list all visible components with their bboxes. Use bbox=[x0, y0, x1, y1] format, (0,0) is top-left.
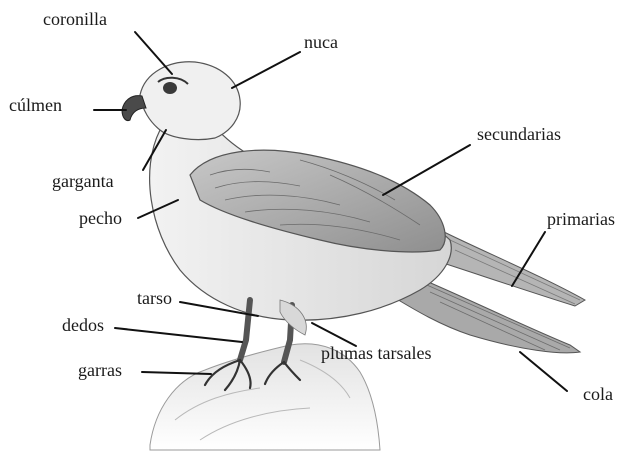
label-dedos: dedos bbox=[62, 315, 104, 335]
leader-garras bbox=[142, 372, 211, 374]
leader-pecho bbox=[138, 200, 178, 218]
leader-coronilla bbox=[135, 32, 172, 74]
leader-tarso bbox=[180, 302, 258, 316]
leader-dedos bbox=[115, 328, 242, 342]
leader-secundarias bbox=[383, 145, 470, 195]
label-tarso: tarso bbox=[137, 288, 172, 308]
leader-nuca bbox=[232, 52, 300, 88]
leader-primarias bbox=[512, 232, 545, 286]
label-primarias: primarias bbox=[547, 209, 615, 229]
label-coronilla: coronilla bbox=[43, 9, 107, 29]
leader-cola bbox=[520, 352, 567, 391]
label-secundarias: secundarias bbox=[477, 124, 561, 144]
label-plumas-tarsales: plumas tarsales bbox=[321, 343, 431, 363]
label-garras: garras bbox=[78, 360, 122, 380]
label-garganta: garganta bbox=[52, 171, 114, 191]
label-nuca: nuca bbox=[304, 32, 338, 52]
label-culmen: cúlmen bbox=[9, 95, 62, 115]
label-pecho: pecho bbox=[79, 208, 122, 228]
label-cola: cola bbox=[583, 384, 613, 404]
leader-garganta bbox=[143, 130, 166, 170]
